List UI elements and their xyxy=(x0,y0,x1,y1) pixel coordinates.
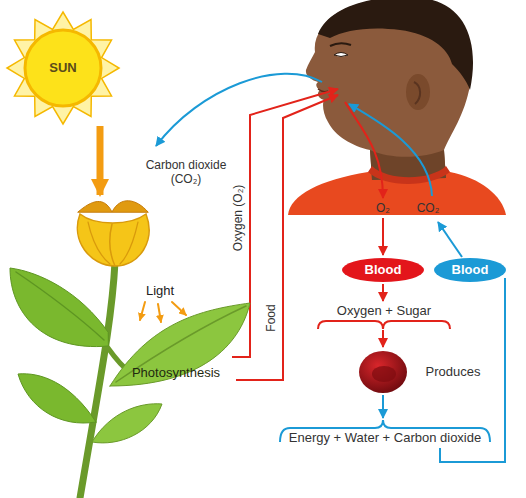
petal-line xyxy=(120,222,138,264)
hair xyxy=(318,0,473,90)
plant-shape xyxy=(0,195,255,498)
node-text: Photosynthesis xyxy=(132,366,220,381)
sun-node: SUN xyxy=(5,10,121,126)
flow-label: O₂ xyxy=(376,201,390,215)
boy-illustration xyxy=(288,0,506,215)
leaf xyxy=(18,374,96,423)
node-text: SUN xyxy=(49,61,76,76)
oxygen-flow xyxy=(232,89,338,357)
blood-cell xyxy=(359,351,407,393)
flow-label: Produces xyxy=(426,364,481,380)
flow-label: CO₂ xyxy=(417,201,440,215)
light-ray xyxy=(140,302,145,320)
blood-cell-center xyxy=(372,366,396,382)
leaf-vein xyxy=(116,306,246,382)
cell-to-products xyxy=(382,395,384,418)
petal-line xyxy=(110,224,115,266)
lips xyxy=(318,89,328,92)
petal xyxy=(78,201,148,212)
flow-label: Energy + Water + Carbon dioxide xyxy=(289,430,481,446)
node-text: Light xyxy=(146,284,174,299)
petal-line xyxy=(88,222,110,264)
oxygen-to-blood xyxy=(382,218,384,255)
leaf-vein xyxy=(16,272,104,340)
ear-detail xyxy=(414,82,420,104)
flow-label: Oxygen + Sugar xyxy=(337,303,431,319)
blood-to-lungs xyxy=(438,222,462,257)
leaf xyxy=(10,268,108,347)
flow-label: Food xyxy=(264,304,278,331)
blood-to-sugar xyxy=(382,284,384,301)
flow-label: Oxygen (O₂) xyxy=(231,185,245,252)
sun-rays xyxy=(7,12,119,124)
ear xyxy=(406,74,430,110)
oxygen-intake xyxy=(345,102,383,198)
sugar-to-cell xyxy=(382,330,384,347)
exhale-flow xyxy=(349,104,432,196)
carbon-dioxide-flow xyxy=(156,74,322,146)
bracket xyxy=(318,321,450,329)
leaf xyxy=(110,303,250,386)
pill-node: Blood xyxy=(433,257,507,283)
blood-pill xyxy=(342,258,424,282)
flower-cup xyxy=(77,214,149,266)
light-ray xyxy=(158,304,161,322)
eye xyxy=(334,53,348,57)
plant-node: LightPhotosynthesis xyxy=(0,195,255,498)
eyebrow xyxy=(330,43,351,46)
flow-arrow xyxy=(97,126,104,195)
blood-pill xyxy=(434,258,506,282)
stem xyxy=(80,262,115,498)
node-text: Blood xyxy=(365,263,402,278)
flow-label: Carbon dioxide (CO₂) xyxy=(136,158,236,187)
plant xyxy=(10,201,250,498)
node-text: Blood xyxy=(452,263,489,278)
light-ray xyxy=(172,302,186,315)
pill-node: Blood xyxy=(341,257,425,283)
food-flow xyxy=(236,95,338,380)
sun-disc xyxy=(25,30,101,106)
leaf xyxy=(92,404,162,443)
